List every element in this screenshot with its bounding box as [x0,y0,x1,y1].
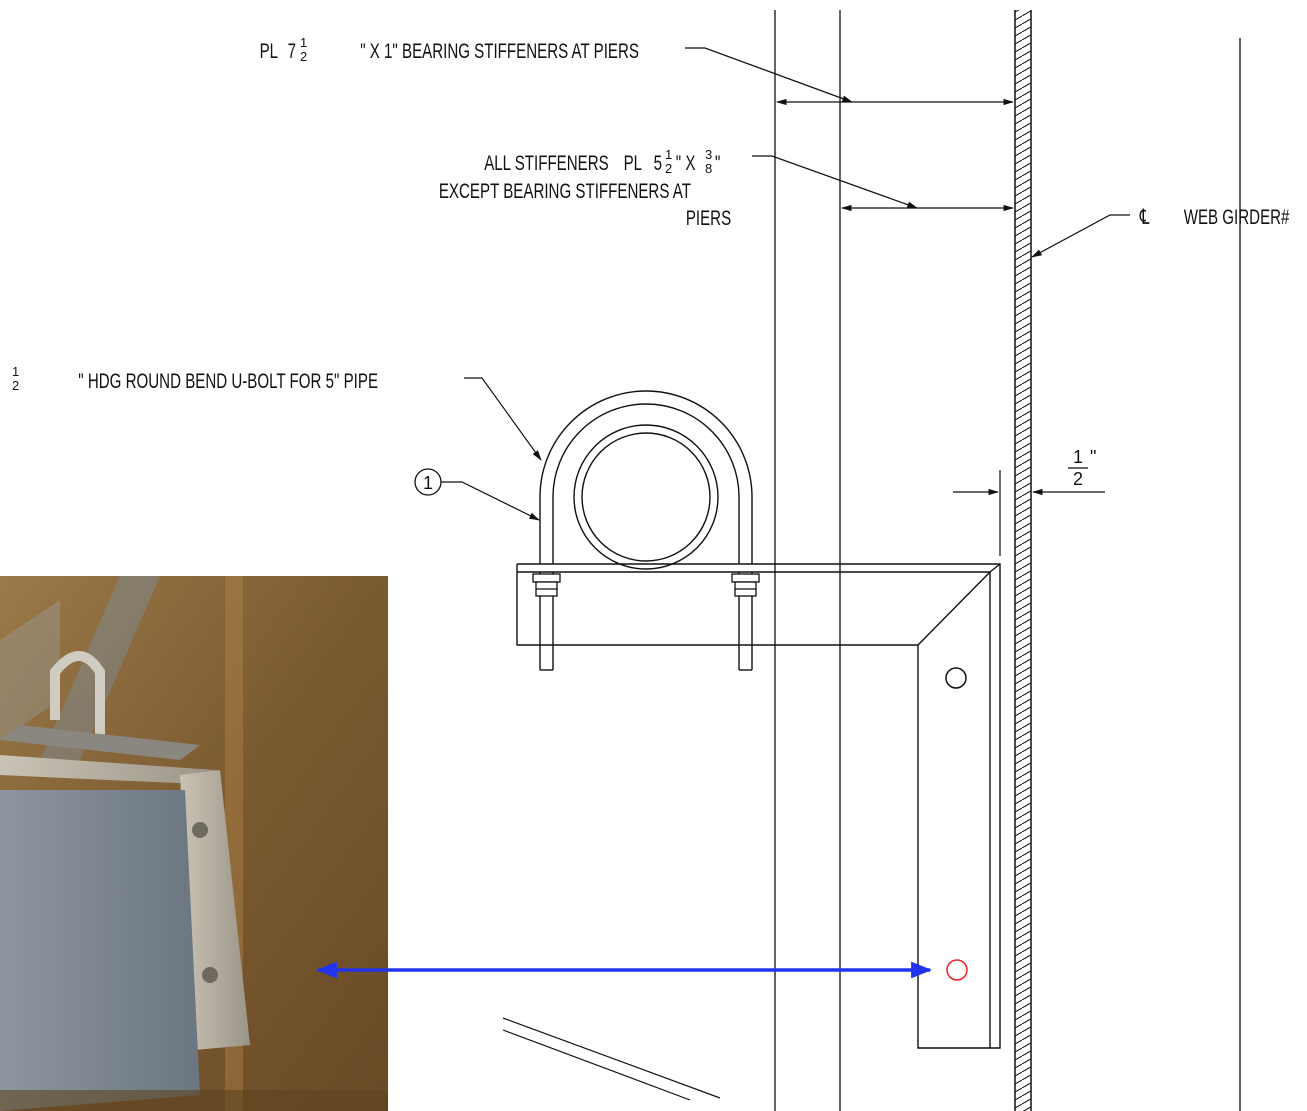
svg-text:1: 1 [300,35,307,50]
svg-text:": " [715,150,720,174]
inset-photo [0,576,388,1111]
svg-text:2: 2 [300,49,307,64]
plate-symbol: PL [624,150,642,174]
svg-text:2: 2 [1073,469,1083,489]
svg-text:1: 1 [665,147,672,162]
svg-text:": " [1090,447,1096,467]
bearing-stiffener-label: PL 7 1 2 " X 1" BEARING STIFFENERS AT PI… [260,35,639,64]
u-bolt-leader [464,377,542,461]
svg-text:1: 1 [12,364,19,379]
svg-text:1: 1 [1073,447,1083,467]
svg-text:ALL STIFFENERS: ALL STIFFENERS [484,150,609,174]
svg-text:2: 2 [12,378,19,393]
svg-text:7: 7 [288,38,296,62]
u-bolt-nuts [532,573,760,597]
bracket-hole-highlighted [946,959,968,981]
gap-label: 1 2 " [1068,447,1096,489]
stiffener-dimension [752,155,1015,212]
svg-text:3: 3 [705,147,712,162]
web-girder-label: ℄ WEB GIRDER# [1139,204,1290,228]
svg-text:PIERS: PIERS [686,205,731,229]
bearing-stiffener-dimension [685,47,1015,106]
bracket-hole-upper [945,667,967,689]
centerline-symbol: ℄ [1139,204,1150,228]
u-bolt-label: 1 2 " HDG ROUND BEND U-BOLT FOR 5" PIPE [12,364,378,393]
svg-text:" X 1" BEARING STIFFENERS AT P: " X 1" BEARING STIFFENERS AT PIERS [360,38,639,62]
svg-text:5: 5 [654,150,662,174]
svg-text:WEB GIRDER#: WEB GIRDER# [1184,204,1290,228]
all-stiffeners-label: ALL STIFFENERS PL 5 1 2 " X 3 8 " EXCEPT… [439,147,731,230]
web-girder-leader [1031,214,1130,258]
u-bolt [539,390,753,671]
lower-diagonal-lines [502,1017,721,1101]
angle-bracket [516,563,1001,1049]
callout-number: 1 [423,473,433,493]
svg-text:8: 8 [705,161,712,176]
callout-1: 1 [414,468,540,521]
stiffener-lines [774,10,1241,1111]
gap-dimension [953,470,1105,556]
svg-text:" HDG ROUND BEND U-BOLT FOR 5": " HDG ROUND BEND U-BOLT FOR 5" PIPE [78,368,378,392]
plate-symbol: PL [260,38,278,62]
girder-web [1014,10,1032,1111]
svg-text:" X: " X [676,150,696,174]
svg-text:2: 2 [665,161,672,176]
svg-text:EXCEPT BEARING STIFFENERS AT: EXCEPT BEARING STIFFENERS AT [439,178,691,202]
